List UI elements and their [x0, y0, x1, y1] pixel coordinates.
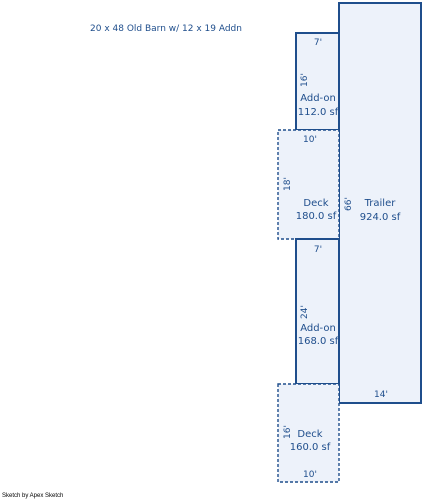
addon-top-side-dim: 16'	[300, 73, 310, 87]
trailer-outline	[338, 2, 422, 404]
deck-lower-side-dim: 16'	[283, 425, 293, 439]
deck-upper-side-dim: 18'	[283, 177, 293, 191]
deck-upper-area-value: 180.0 sf	[296, 211, 337, 222]
trailer-area: Trailer 924.0 sf 66' 14'	[338, 2, 422, 404]
addon-top-area: 7' 16' Add-on 112.0 sf	[295, 32, 340, 131]
deck-upper-top-dim: 10'	[303, 135, 317, 145]
addon-bottom-area-value: 168.0 sf	[298, 336, 339, 347]
addon-bottom-outline	[295, 238, 340, 385]
addon-top-area-value: 112.0 sf	[298, 107, 339, 118]
deck-lower-outline	[277, 383, 340, 483]
deck-lower-area-value: 160.0 sf	[290, 442, 331, 453]
addon-bottom-area: 7' 24' Add-on 168.0 sf	[295, 238, 340, 385]
addon-bottom-top-dim: 7'	[314, 245, 322, 255]
addon-top-name: Add-on	[300, 93, 336, 104]
deck-upper-outline	[277, 129, 340, 240]
addon-top-top-dim: 7'	[314, 38, 322, 48]
addon-bottom-side-dim: 24'	[300, 305, 310, 319]
deck-upper-name: Deck	[303, 198, 328, 209]
trailer-side-dim: 66'	[344, 197, 354, 211]
deck-lower-name: Deck	[297, 429, 322, 440]
sketch-credit: Sketch by Apex Sketch	[2, 493, 63, 499]
deck-lower-bottom-dim: 10'	[303, 470, 317, 480]
trailer-area-value: 924.0 sf	[360, 212, 401, 223]
trailer-name: Trailer	[364, 198, 397, 209]
trailer-bottom-dim: 14'	[374, 390, 388, 400]
addon-bottom-name: Add-on	[300, 323, 336, 334]
deck-upper-area: 10' 18' Deck 180.0 sf	[277, 129, 340, 240]
sketch-title: 20 x 48 Old Barn w/ 12 x 19 Addn	[90, 24, 242, 34]
deck-lower-area: 16' Deck 160.0 sf 10'	[277, 383, 340, 483]
